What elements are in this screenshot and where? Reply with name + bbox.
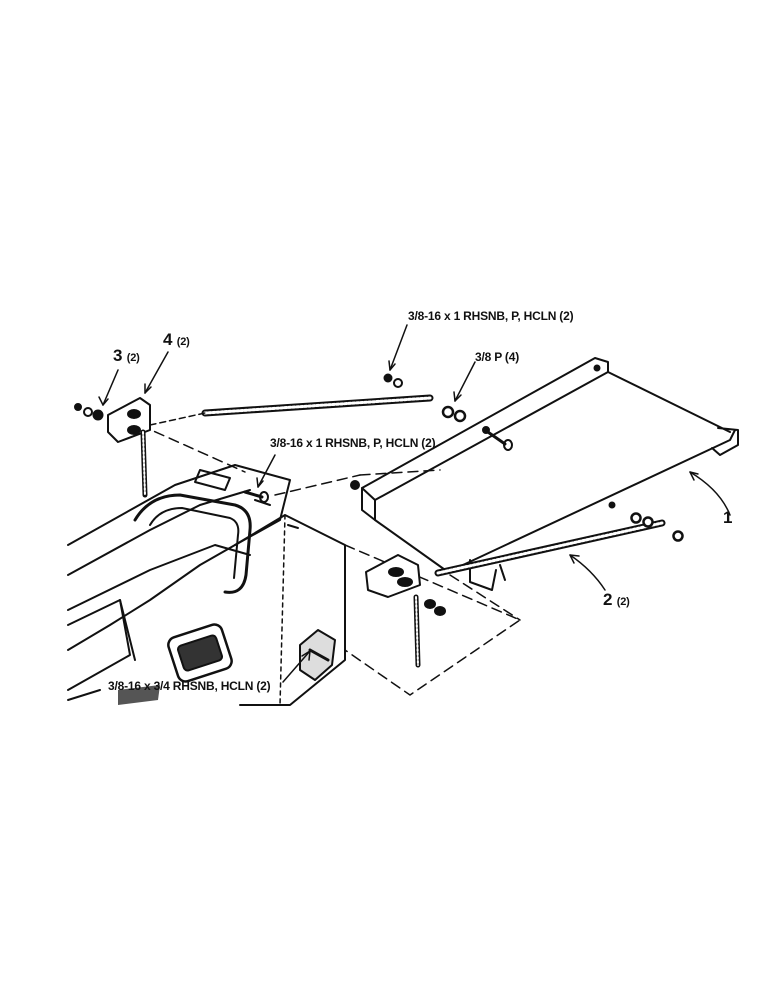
top-bolt-hardware	[383, 373, 467, 423]
label-item-2: 2 (2)	[603, 590, 630, 610]
bracket-plate-lower	[365, 554, 421, 668]
label-top-bolt: 3/8-16 x 1 RHSNB, P, HCLN (2)	[408, 309, 574, 323]
nut-washer-lower	[424, 599, 446, 616]
label-item-3: 3 (2)	[113, 346, 140, 366]
label-item-4: 4 (2)	[163, 330, 190, 350]
tray	[350, 357, 739, 591]
leader-lines	[98, 324, 731, 683]
item-2-number: 2	[603, 590, 613, 609]
label-washer: 3/8 P (4)	[475, 350, 520, 364]
threaded-rod-lower	[434, 519, 666, 577]
machine-housing	[67, 464, 346, 706]
bracket-plate-upper	[107, 397, 151, 498]
item-3-number: 3	[113, 346, 123, 365]
item-3-qty: (2)	[126, 352, 140, 364]
label-bottom-bolt: 3/8-16 x 3/4 RHSNB, HCLN (2)	[108, 679, 271, 693]
item-4-qty: (2)	[176, 336, 190, 348]
mid-bolt	[243, 428, 513, 529]
label-mid-bolt: 3/8-16 x 1 RHSNB, P, HCLN (2)	[270, 436, 436, 450]
nut-washer-left	[74, 403, 104, 421]
label-item-1: 1	[723, 508, 733, 527]
right-washers	[630, 512, 684, 542]
item-2-qty: (2)	[616, 596, 630, 608]
item-4-number: 4	[163, 330, 173, 349]
threaded-rod-upper	[149, 394, 434, 426]
